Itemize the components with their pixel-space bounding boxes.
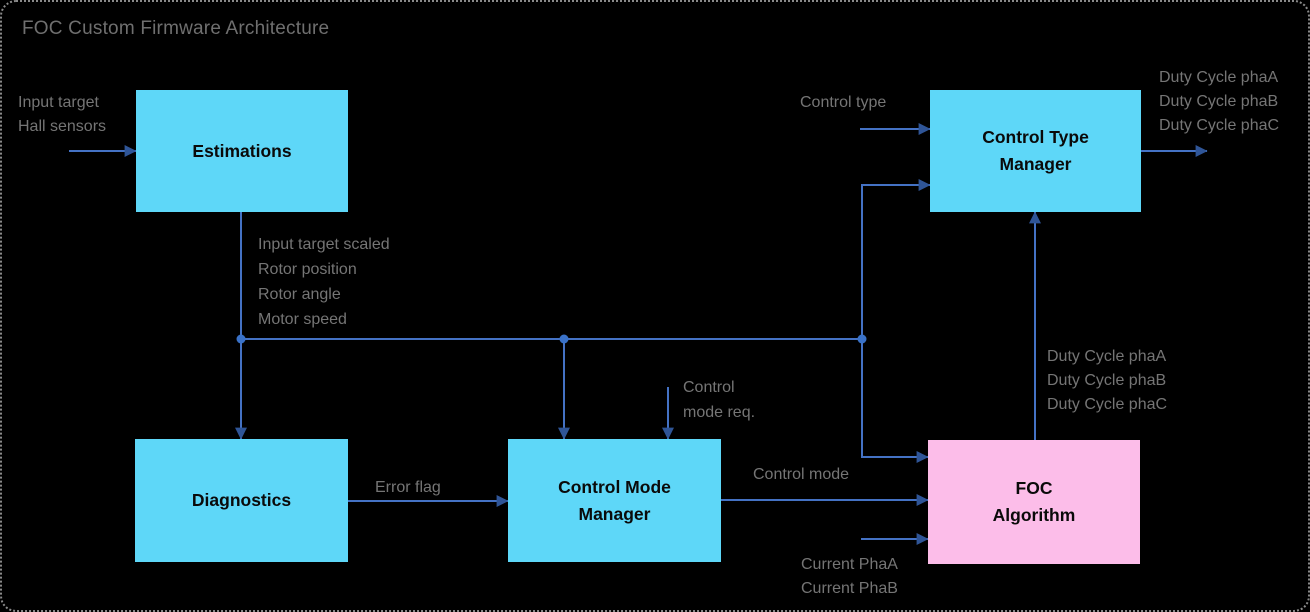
label-ctm-duty-cycle-outputs: Duty Cycle phaA Duty Cycle phaB Duty Cyc… — [1159, 69, 1280, 134]
diagram-title: FOC Custom Firmware Architecture — [22, 18, 330, 39]
label-estimations-inputs: Input target Hall sensors — [18, 94, 107, 135]
block-control-type-manager: Control Type Manager — [930, 90, 1141, 212]
label-estimations-outputs: Input target scaled Rotor position Rotor… — [258, 236, 390, 328]
block-estimations-label: Estimations — [192, 140, 292, 161]
label-error-flag: Error flag — [375, 479, 441, 496]
label-foc-duty-cycle-outputs: Duty Cycle phaA Duty Cycle phaB Duty Cyc… — [1047, 348, 1168, 413]
label-control-type-input: Control type — [800, 94, 887, 111]
wire-trunk-to-control-type-manager — [861, 179, 931, 339]
block-foc-algorithm: FOC Algorithm — [928, 440, 1140, 564]
label-control-mode: Control mode — [753, 466, 850, 483]
block-diagnostics: Diagnostics — [135, 439, 348, 562]
block-diagnostics-label: Diagnostics — [191, 490, 292, 510]
block-control-mode-manager: Control Mode Manager — [508, 439, 721, 562]
wire-trunk-to-foc-algorithm — [861, 339, 929, 463]
block-control-type-manager-label: Control Type Manager — [982, 127, 1089, 174]
junction-dot — [236, 334, 246, 344]
block-estimations: Estimations — [136, 90, 348, 212]
block-foc-algorithm-label: FOC Algorithm — [992, 478, 1076, 525]
label-current-phase-inputs: Current PhaA Current PhaB — [801, 556, 898, 597]
junction-dot — [857, 334, 867, 344]
block-control-mode-manager-label: Control Mode Manager — [558, 476, 671, 524]
label-control-mode-request: Control mode req. — [683, 379, 756, 421]
junction-dot — [559, 334, 569, 344]
